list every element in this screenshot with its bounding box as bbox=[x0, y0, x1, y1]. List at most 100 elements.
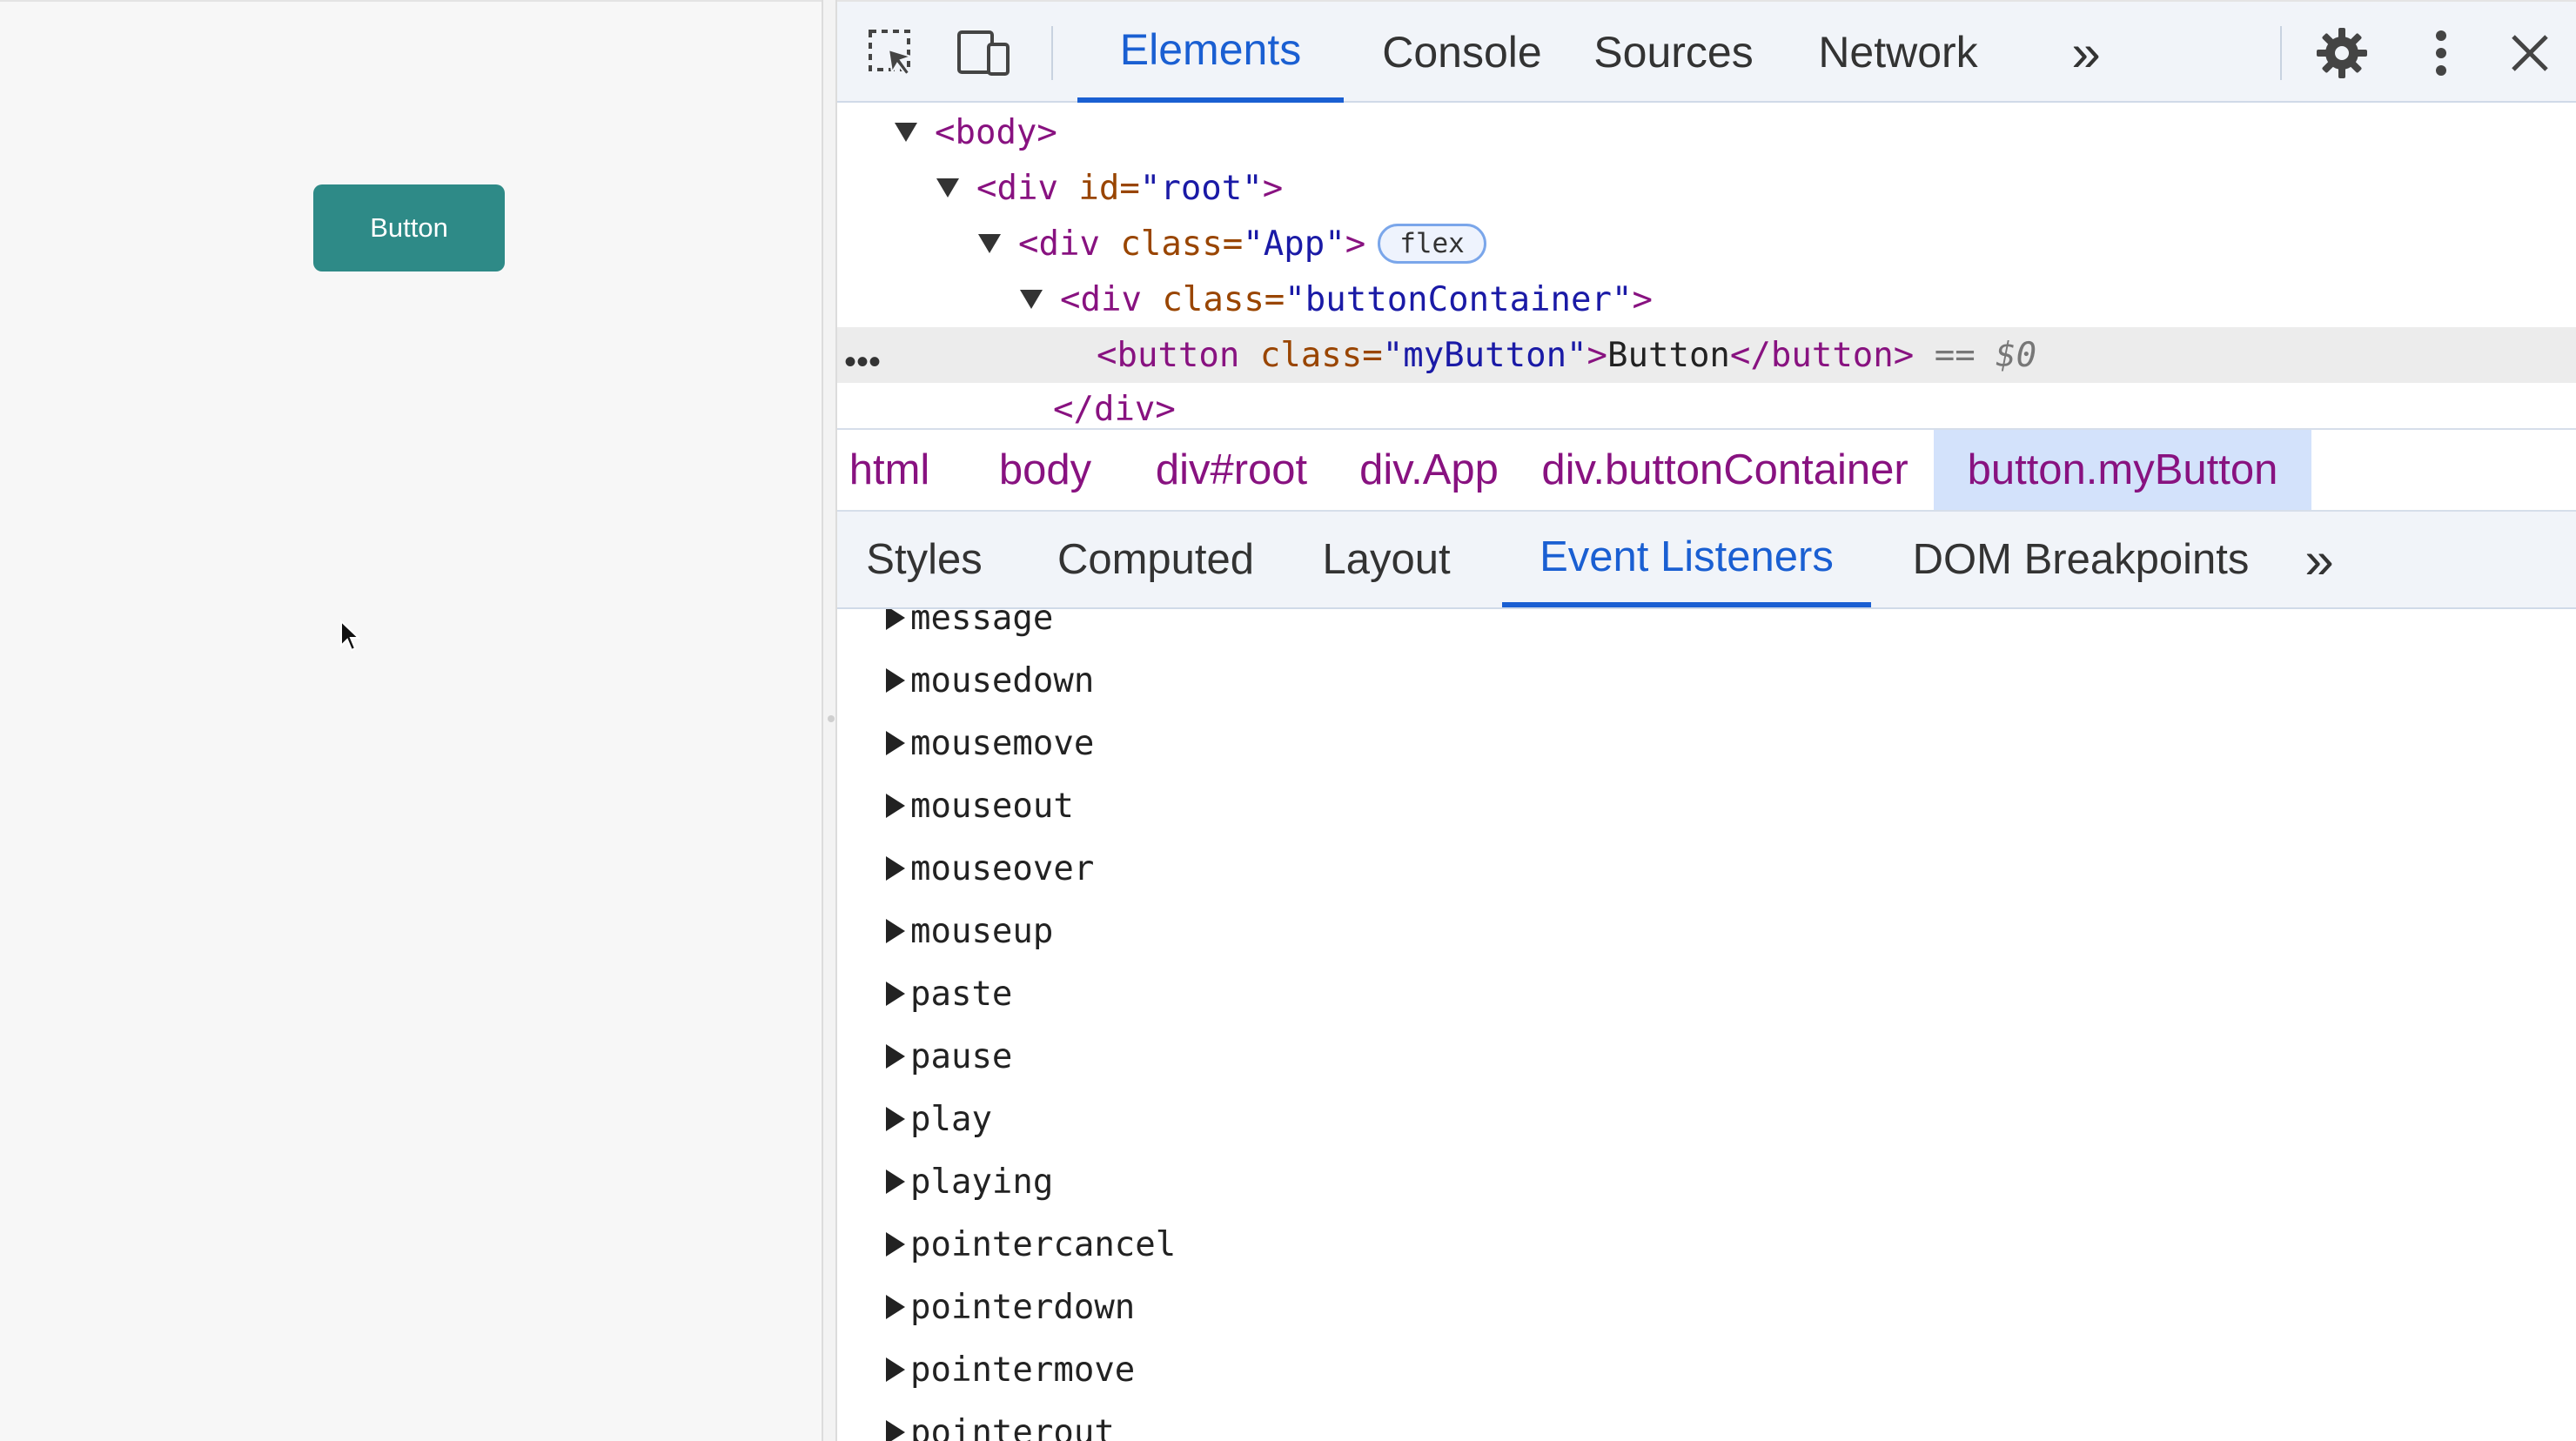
list-item[interactable]: pointerdown bbox=[886, 1281, 1135, 1333]
expand-arrow-icon[interactable] bbox=[886, 1295, 905, 1319]
list-item[interactable]: paste bbox=[886, 968, 1012, 1020]
dom-node-body[interactable]: <body> bbox=[837, 104, 2576, 160]
flex-badge[interactable]: flex bbox=[1378, 224, 1486, 264]
splitter-handle[interactable] bbox=[828, 715, 835, 722]
tab-layout[interactable]: Layout bbox=[1322, 536, 1451, 583]
list-item[interactable]: mouseup bbox=[886, 905, 1053, 957]
expand-arrow-icon[interactable] bbox=[886, 731, 905, 755]
list-item[interactable]: mouseover bbox=[886, 842, 1094, 895]
dom-node-app[interactable]: <div class="App">flex bbox=[837, 216, 2576, 271]
list-item[interactable]: play bbox=[886, 1093, 992, 1145]
node-actions-icon[interactable]: ••• bbox=[844, 343, 882, 381]
list-item[interactable]: message bbox=[886, 609, 1053, 644]
tag-text: </button> bbox=[1729, 335, 1915, 375]
gear-icon[interactable] bbox=[2313, 24, 2371, 82]
toolbar-divider bbox=[2280, 26, 2282, 80]
breadcrumb-div-buttoncontainer[interactable]: div.buttonContainer bbox=[1541, 446, 1909, 493]
expand-arrow-icon[interactable] bbox=[886, 1232, 905, 1257]
attr-name: id= bbox=[1078, 168, 1140, 208]
attr-value: "myButton" bbox=[1382, 335, 1587, 375]
selected-marker: == $0 bbox=[1914, 335, 2037, 375]
list-item[interactable]: mouseout bbox=[886, 780, 1074, 832]
tag-text: <div bbox=[1060, 279, 1163, 319]
expand-arrow-icon[interactable] bbox=[886, 1420, 905, 1441]
list-item[interactable]: mousedown bbox=[886, 654, 1094, 707]
expand-arrow-icon[interactable] bbox=[886, 982, 905, 1006]
list-item[interactable]: pointermove bbox=[886, 1344, 1135, 1396]
breadcrumb-button-mybutton[interactable]: button.myButton bbox=[1934, 430, 2311, 510]
list-item[interactable]: mousemove bbox=[886, 717, 1094, 769]
expand-arrow-icon[interactable] bbox=[886, 1357, 905, 1382]
expand-arrow-icon[interactable] bbox=[886, 794, 905, 818]
inspect-element-icon[interactable] bbox=[863, 24, 921, 82]
close-icon[interactable] bbox=[2501, 24, 2559, 82]
tab-console[interactable]: Console bbox=[1382, 28, 1542, 77]
event-name: mousedown bbox=[910, 660, 1095, 700]
event-name: pointerdown bbox=[910, 1287, 1136, 1327]
dom-tree: <body> <div id="root"> <div class="App">… bbox=[837, 103, 2576, 428]
attr-name: class= bbox=[1120, 224, 1244, 264]
tag-text: > bbox=[1632, 279, 1653, 319]
tab-event-listeners[interactable]: Event Listeners bbox=[1502, 512, 1871, 607]
breadcrumb-div-app[interactable]: div.App bbox=[1359, 446, 1499, 493]
node-text: Button bbox=[1607, 335, 1730, 375]
event-name: pause bbox=[910, 1036, 1013, 1076]
more-tabs-icon[interactable]: » bbox=[2304, 530, 2334, 589]
toolbar-divider bbox=[1051, 26, 1053, 80]
sidebar-tabs: Styles Computed Layout Event Listeners D… bbox=[837, 512, 2576, 609]
expand-triangle-icon[interactable] bbox=[895, 123, 917, 142]
breadcrumb: html body div#root div.App div.buttonCon… bbox=[837, 428, 2576, 512]
list-item[interactable]: playing bbox=[886, 1156, 1053, 1208]
list-item[interactable]: pointerout bbox=[886, 1406, 1115, 1441]
tag-text: <button bbox=[1097, 335, 1260, 375]
expand-arrow-icon[interactable] bbox=[886, 609, 905, 630]
event-name: play bbox=[910, 1099, 992, 1139]
expand-triangle-icon[interactable] bbox=[936, 178, 959, 198]
attr-name: class= bbox=[1162, 279, 1285, 319]
event-name: message bbox=[910, 609, 1054, 638]
tag-text: > bbox=[1262, 168, 1284, 208]
tab-sources[interactable]: Sources bbox=[1593, 28, 1754, 77]
devtools-toolbar: Elements Console Sources Network » bbox=[837, 0, 2576, 103]
more-tabs-icon[interactable]: » bbox=[2071, 23, 2101, 82]
expand-arrow-icon[interactable] bbox=[886, 668, 905, 693]
expand-triangle-icon[interactable] bbox=[978, 234, 1001, 253]
dom-node-div-close[interactable]: </div> bbox=[837, 381, 2576, 429]
tag-text: <body> bbox=[935, 112, 1057, 152]
tab-elements[interactable]: Elements bbox=[1077, 2, 1344, 103]
event-name: playing bbox=[910, 1162, 1054, 1202]
dom-node-button-selected[interactable]: <button class="myButton">Button</button>… bbox=[837, 327, 2576, 383]
dom-node-button-container[interactable]: <div class="buttonContainer"> bbox=[837, 271, 2576, 327]
my-button[interactable]: Button bbox=[313, 184, 505, 271]
attr-value: "App" bbox=[1243, 224, 1345, 264]
tab-computed[interactable]: Computed bbox=[1057, 536, 1255, 583]
expand-arrow-icon[interactable] bbox=[886, 1107, 905, 1131]
breadcrumb-body[interactable]: body bbox=[998, 446, 1092, 493]
tag-text: <div bbox=[976, 168, 1079, 208]
list-item[interactable]: pause bbox=[886, 1030, 1012, 1082]
expand-arrow-icon[interactable] bbox=[886, 919, 905, 943]
tab-styles[interactable]: Styles bbox=[866, 536, 983, 583]
breadcrumb-div-root[interactable]: div#root bbox=[1155, 446, 1308, 493]
dom-node-root[interactable]: <div id="root"> bbox=[837, 160, 2576, 216]
devtools-panel: Elements Console Sources Network » bbox=[837, 0, 2576, 1441]
list-item[interactable]: pointercancel bbox=[886, 1218, 1176, 1270]
page-viewport: Button bbox=[0, 0, 822, 1441]
expand-arrow-icon[interactable] bbox=[886, 1044, 905, 1069]
panel-splitter[interactable] bbox=[822, 0, 837, 1441]
device-toolbar-icon[interactable] bbox=[956, 24, 1013, 82]
expand-triangle-icon[interactable] bbox=[1020, 290, 1043, 309]
event-name: mousemove bbox=[910, 723, 1095, 763]
event-name: pointercancel bbox=[910, 1224, 1177, 1264]
event-name: mouseover bbox=[910, 848, 1095, 888]
tab-network[interactable]: Network bbox=[1818, 28, 1978, 77]
expand-arrow-icon[interactable] bbox=[886, 856, 905, 881]
event-listeners-list: message mousedown mousemove mouseout mou… bbox=[837, 609, 2576, 1441]
more-options-icon[interactable] bbox=[2412, 24, 2470, 82]
event-name: pointerout bbox=[910, 1412, 1115, 1441]
event-name: mouseup bbox=[910, 911, 1054, 951]
breadcrumb-html[interactable]: html bbox=[849, 446, 930, 493]
tab-dom-breakpoints[interactable]: DOM Breakpoints bbox=[1912, 536, 2250, 583]
expand-arrow-icon[interactable] bbox=[886, 1170, 905, 1194]
tag-text: > bbox=[1587, 335, 1608, 375]
